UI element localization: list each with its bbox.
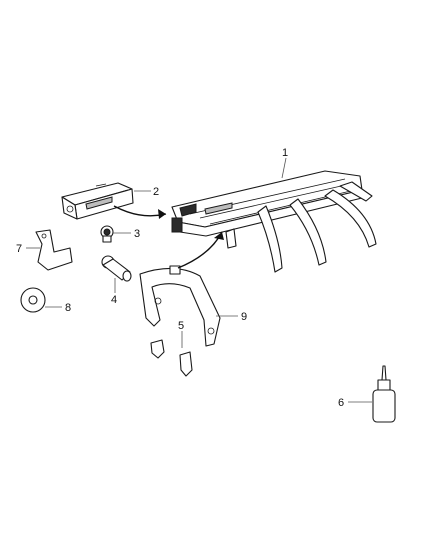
arrow-head-2 <box>214 232 224 240</box>
part-5-fork-pads <box>150 339 193 377</box>
arrow-head-1 <box>158 209 166 219</box>
callout-labels: 1 2 3 4 5 6 7 8 9 <box>16 147 344 409</box>
part-3-bolt <box>100 225 114 243</box>
callout-6: 6 <box>338 397 344 409</box>
callout-8: 8 <box>65 302 71 314</box>
callout-2: 2 <box>153 186 159 198</box>
leader-lines <box>26 157 372 403</box>
part-9-shift-fork <box>139 265 221 347</box>
callout-1: 1 <box>282 147 288 159</box>
part-6-sealant-bottle <box>372 365 396 423</box>
part-2-bracket <box>61 182 134 220</box>
callout-5: 5 <box>178 320 184 332</box>
callout-7: 7 <box>16 243 22 255</box>
part-1-shift-rail-housing <box>171 170 377 273</box>
callout-9: 9 <box>241 311 247 323</box>
part-7-clip <box>35 229 73 271</box>
part-8-washer <box>20 287 46 313</box>
assembly-arrows <box>113 205 224 269</box>
part-4-pivot-pin <box>101 255 132 282</box>
callout-4: 4 <box>111 294 117 306</box>
callout-3: 3 <box>134 228 140 240</box>
